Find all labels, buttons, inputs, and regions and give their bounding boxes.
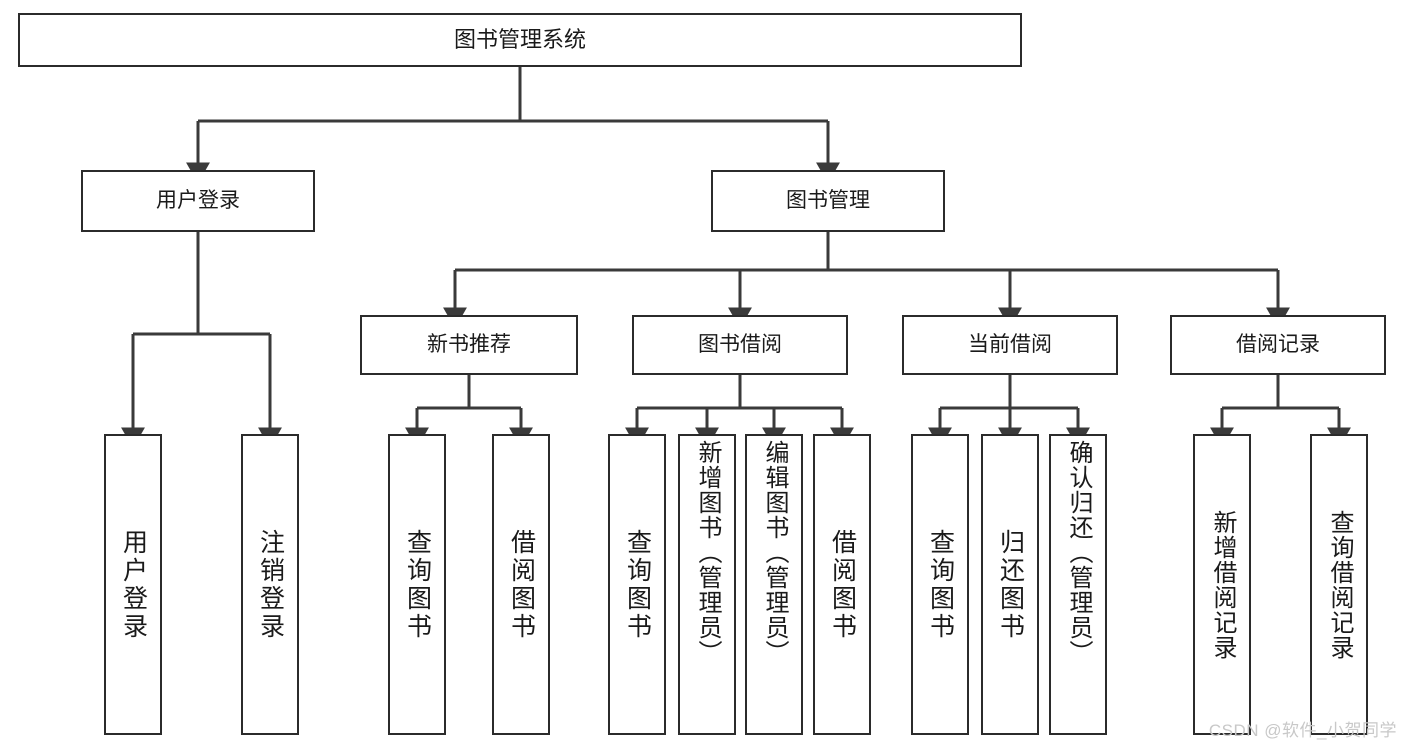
node-label: 查询借阅记录 xyxy=(1326,509,1353,660)
node-leaf-query-book-recommend[interactable]: 查询图书 xyxy=(388,434,446,735)
node-label: 借阅记录 xyxy=(1236,333,1320,357)
node-leaf-query-borrow-record[interactable]: 查询借阅记录 xyxy=(1310,434,1368,735)
node-label: 借阅图书 xyxy=(507,528,536,641)
node-book-borrow[interactable]: 图书借阅 xyxy=(632,315,848,375)
node-root-book-management-system[interactable]: 图书管理系统 xyxy=(18,13,1022,67)
node-label: 借阅图书 xyxy=(828,528,857,641)
node-label: 当前借阅 xyxy=(968,333,1052,357)
node-book-management[interactable]: 图书管理 xyxy=(711,170,945,232)
node-leaf-add-book-admin[interactable]: 新增图书（管理员） xyxy=(678,434,736,735)
node-label: 确认归还（管理员） xyxy=(1065,440,1092,665)
node-leaf-return-book[interactable]: 归还图书 xyxy=(981,434,1039,735)
node-label: 图书管理 xyxy=(786,189,870,213)
node-label: 新增图书（管理员） xyxy=(694,440,721,665)
node-label: 新增借阅记录 xyxy=(1209,509,1236,660)
csdn-watermark: CSDN @软件_小贺同学 xyxy=(1208,721,1397,740)
node-leaf-query-book-borrow[interactable]: 查询图书 xyxy=(608,434,666,735)
node-leaf-logout-login[interactable]: 注销登录 xyxy=(241,434,299,735)
node-label: 用户登录 xyxy=(156,189,240,213)
node-borrow-record[interactable]: 借阅记录 xyxy=(1170,315,1386,375)
node-label: 图书借阅 xyxy=(698,333,782,357)
node-label: 查询图书 xyxy=(623,528,652,641)
node-label: 图书管理系统 xyxy=(453,26,586,52)
node-label: 编辑图书（管理员） xyxy=(761,440,788,665)
node-current-borrow[interactable]: 当前借阅 xyxy=(902,315,1118,375)
node-leaf-confirm-return-admin[interactable]: 确认归还（管理员） xyxy=(1049,434,1107,735)
node-leaf-edit-book-admin[interactable]: 编辑图书（管理员） xyxy=(745,434,803,735)
node-label: 用户登录 xyxy=(119,528,148,641)
node-new-book-recommend[interactable]: 新书推荐 xyxy=(360,315,578,375)
node-user-login[interactable]: 用户登录 xyxy=(81,170,315,232)
node-label: 注销登录 xyxy=(256,528,285,641)
node-label: 新书推荐 xyxy=(427,333,511,357)
node-leaf-borrow-book-borrow[interactable]: 借阅图书 xyxy=(813,434,871,735)
node-leaf-query-book-current[interactable]: 查询图书 xyxy=(911,434,969,735)
node-leaf-borrow-book-recommend[interactable]: 借阅图书 xyxy=(492,434,550,735)
node-leaf-user-login[interactable]: 用户登录 xyxy=(104,434,162,735)
node-label: 查询图书 xyxy=(926,528,955,641)
node-leaf-add-borrow-record[interactable]: 新增借阅记录 xyxy=(1193,434,1251,735)
node-label: 归还图书 xyxy=(996,528,1025,641)
node-label: 查询图书 xyxy=(403,528,432,641)
